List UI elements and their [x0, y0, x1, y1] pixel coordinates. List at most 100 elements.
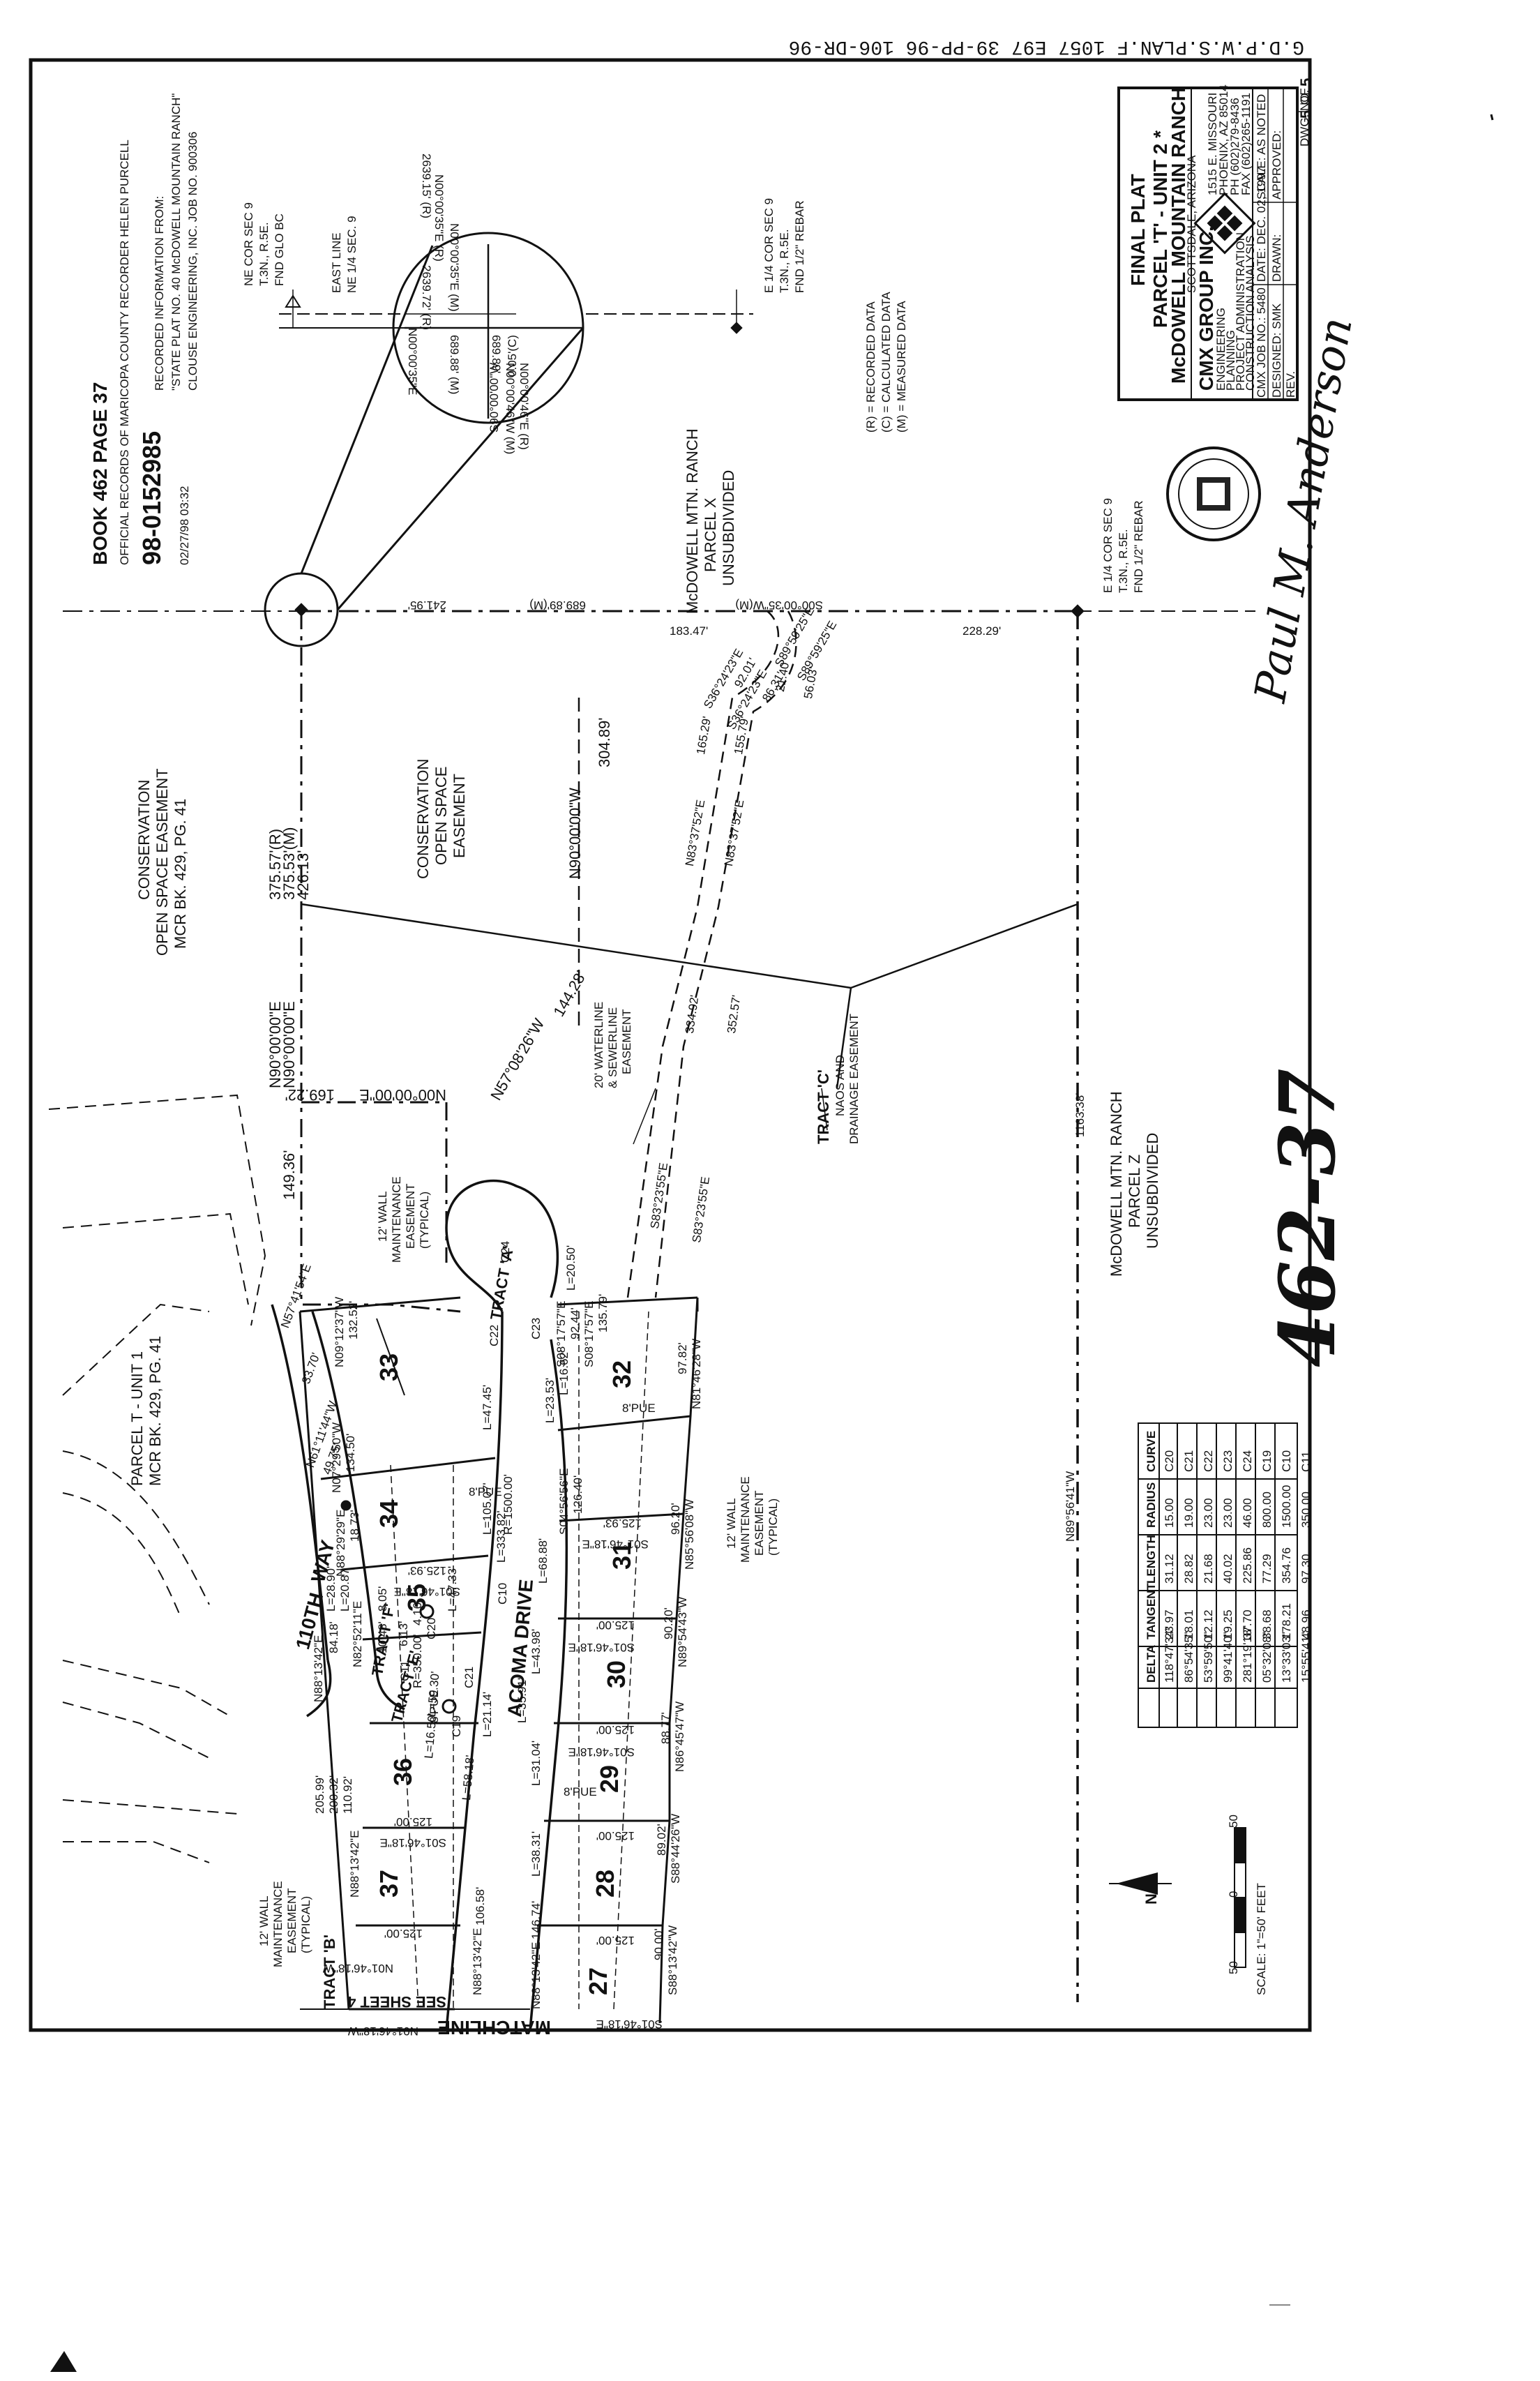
- curve-cell-6-2: 354.76: [1280, 1547, 1293, 1584]
- bl-a12: 304.89': [596, 717, 613, 768]
- curve-header-length: LENGTH: [1145, 1535, 1158, 1584]
- lot-30: 30: [602, 1660, 631, 1688]
- ll-6: 92.44': [568, 1307, 582, 1339]
- ll-78: C19: [450, 1715, 463, 1737]
- e-quarter-1a: E 1/4 COR SEC 9: [762, 197, 776, 293]
- ll-50: 110.92': [341, 1776, 354, 1814]
- bl-a9: N00°00'00"E: [359, 1086, 446, 1104]
- ll-76: C23: [529, 1317, 543, 1339]
- ll-74: C21: [462, 1666, 476, 1688]
- curve-cell-3-2: 40.02: [1221, 1554, 1235, 1584]
- street-acoma-drive: [445, 1179, 568, 2031]
- ll-69: N82°52'11"E: [351, 1600, 364, 1667]
- tract-c-1: TRACT 'C': [815, 1069, 832, 1144]
- tb-final-plat: FINAL PLAT: [1127, 174, 1149, 286]
- header-stamp: G.D.P.W.S.PLAN.F 1057 E97 39-PP-96 106-D…: [788, 36, 1304, 57]
- lot-27: 27: [584, 1967, 612, 1995]
- monument-marks: [285, 294, 1085, 1714]
- ll-30: N01°46'18"W: [322, 1962, 393, 1975]
- waterline-2: & SEWERLINE: [606, 1007, 619, 1088]
- curve-cell-3-0: C23: [1221, 1450, 1235, 1472]
- east-line-2: NE 1/4 SEC. 9: [345, 216, 358, 293]
- wall-low-2: MAINTENANCE: [739, 1476, 752, 1563]
- e-quarter-1b: E 1/4 COR SEC 9: [1101, 497, 1115, 593]
- lot-32: 32: [607, 1360, 636, 1388]
- ll-48: R=1500.00': [501, 1474, 515, 1535]
- ll-8: 135.79': [596, 1293, 610, 1332]
- bl-a16: 183.47': [670, 624, 709, 638]
- curve-cell-2-0: C22: [1202, 1450, 1215, 1472]
- scale-0: 0: [1227, 1891, 1240, 1898]
- wall-top-3: EASEMENT: [404, 1183, 417, 1249]
- bl-a19: N89°56'41"W: [1064, 1471, 1077, 1542]
- lot-28: 28: [591, 1869, 619, 1898]
- scale-label: SCALE: 1"=50' FEET: [1255, 1883, 1268, 1995]
- ll-34: L=47.45': [481, 1384, 494, 1430]
- curve-cell-7-1: 350.00: [1299, 1492, 1313, 1528]
- conservation-2: OPEN SPACE EASEMENT: [153, 768, 171, 956]
- ne-cor-2: T.3N., R.5E.: [257, 222, 271, 286]
- detail-b2: N00°00'35"E (R): [432, 174, 446, 262]
- bl-a10: 169.22': [285, 1086, 335, 1104]
- pue-1: 8'PUE: [622, 1402, 656, 1415]
- stray-mark-2: [1490, 114, 1494, 121]
- curve-cell-4-2: 225.86: [1241, 1547, 1254, 1584]
- curve-cell-0-0: C20: [1163, 1450, 1176, 1472]
- ll-77: C24: [499, 1240, 512, 1263]
- parcel-t-1: PARCEL T - UNIT 1: [128, 1351, 146, 1486]
- ll-58: N01°46'18"W: [347, 2025, 418, 2038]
- detail-d2: 2639.15' (R): [420, 153, 433, 219]
- lot-37: 37: [375, 1869, 403, 1898]
- title-block-frame: [1117, 87, 1310, 401]
- ll-49: R=350.00': [411, 1634, 424, 1688]
- ll-4: 134.50': [344, 1433, 357, 1472]
- wall-2: MAINTENANCE: [271, 1881, 285, 1967]
- ll-41: L=35.91': [515, 1677, 529, 1723]
- tb-scale: SCALE: AS NOTED: [1255, 93, 1268, 200]
- curve-cell-7-2: 97.30: [1299, 1554, 1313, 1584]
- lot-29: 29: [595, 1764, 624, 1793]
- north-arrow-icon: [1109, 1872, 1172, 1895]
- curve-cell-5-2: 77.29: [1260, 1554, 1274, 1584]
- bl-a17: 228.29': [962, 624, 1002, 638]
- bl-a3: 426.13': [294, 850, 312, 901]
- detail-b5: N00°00'46"E (R): [518, 363, 531, 450]
- ll-7: S08°17'57"E: [582, 1300, 596, 1367]
- curve-cell-0-2: 31.12: [1163, 1554, 1176, 1584]
- boundary-lines: [63, 610, 1255, 2002]
- ll-55: 125.00': [393, 1815, 432, 1828]
- legend-r: (R) = RECORDED DATA: [864, 301, 877, 433]
- tb-approved: APPROVED:: [1270, 130, 1283, 200]
- ll-63: 125.93': [603, 1517, 642, 1530]
- ll-22: 90.00': [652, 1928, 665, 1960]
- ll-59: 125.00': [596, 1723, 635, 1736]
- ll-28: S01°46'18"E: [596, 2018, 663, 2031]
- curve-cell-5-4: 05°32'08": [1260, 1632, 1274, 1683]
- lot-36: 36: [388, 1757, 417, 1786]
- ll-86: 6.13': [397, 1621, 410, 1646]
- recording-date: 02/27/98 03:32: [178, 486, 191, 565]
- ll-39: L=31.04': [529, 1740, 543, 1786]
- curve-cell-6-0: C10: [1280, 1450, 1293, 1472]
- ne-cor-1: NE COR SEC 9: [242, 202, 255, 286]
- tb-job: CMX JOB NO.: 5480: [1255, 287, 1268, 398]
- tb-drawn: DRAWN:: [1270, 234, 1283, 282]
- ll-27: 125.00': [596, 1934, 635, 1947]
- waterline-3: EASEMENT: [620, 1009, 633, 1074]
- see-sheet-label: SEE SHEET 4: [347, 1993, 446, 2011]
- wall-low-1: 12' WALL: [725, 1498, 738, 1549]
- handwritten-page-ref: 462-37: [1262, 1068, 1352, 1367]
- curve-cell-3-4: 99°41'40": [1221, 1632, 1235, 1683]
- curve-header-curve: CURVE: [1145, 1430, 1158, 1472]
- recorded-from-2: "STATE PLAT NO. 40 McDOWELL MOUNTAIN RAN…: [169, 93, 183, 391]
- pue-3: 8'PUE: [564, 1785, 597, 1798]
- tb-of: OF: [1298, 88, 1311, 105]
- curve-cell-0-4: 118°47'34": [1163, 1626, 1176, 1683]
- ll-17: N86°45'47"W: [673, 1701, 686, 1772]
- bl-a13: 241.95': [407, 599, 446, 612]
- e-quarter-2a: T.3N., R.5E.: [778, 229, 791, 293]
- detail-b6: S90°00'00"W: [488, 362, 501, 433]
- curve-cell-7-4: 15°55'41": [1299, 1632, 1313, 1683]
- curve-cell-5-1: 800.00: [1260, 1492, 1274, 1528]
- ll-51: 200.32': [327, 1775, 340, 1814]
